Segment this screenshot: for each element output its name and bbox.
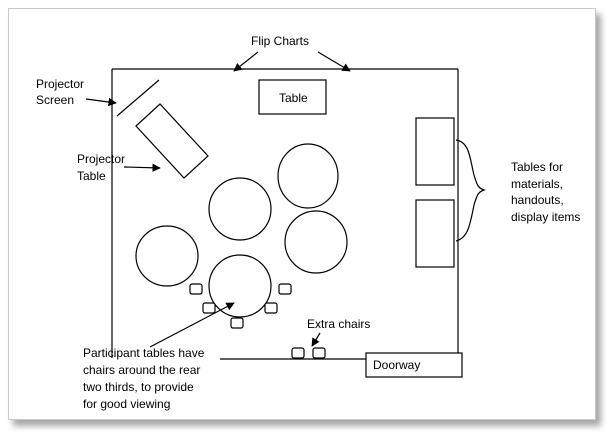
projector-screen-label-line2: Screen xyxy=(36,93,74,107)
tables-for-label-line3: handouts, xyxy=(511,193,564,207)
participant-tables-arrow xyxy=(149,302,235,348)
participant-note-line1: Participant tables have xyxy=(83,346,205,360)
side-table-lower xyxy=(415,199,455,268)
participant-tables xyxy=(135,143,348,318)
flip-chart-arrow-left xyxy=(233,51,259,72)
participant-note-line2: chairs around the rear xyxy=(83,363,200,377)
projector-table xyxy=(135,103,209,179)
round-table-3 xyxy=(135,225,199,287)
front-table-label: Table xyxy=(279,91,308,105)
tables-for-label-line2: materials, xyxy=(511,177,563,191)
room-walls xyxy=(111,68,459,362)
projector-screen xyxy=(116,79,160,117)
side-tables-brace xyxy=(455,139,486,242)
projector-table-arrow xyxy=(123,163,161,172)
projector-screen-arrow xyxy=(85,97,117,107)
extra-chairs-arrow xyxy=(311,332,321,347)
chair xyxy=(230,317,244,329)
participant-note-line3: two thirds, to provide xyxy=(83,380,194,394)
round-table-2 xyxy=(208,177,272,241)
side-table-upper xyxy=(415,117,455,186)
round-table-4 xyxy=(284,210,348,274)
chairs xyxy=(189,283,292,329)
flip-charts-label: Flip Charts xyxy=(251,34,309,48)
participant-note-line4: for good viewing xyxy=(83,397,170,411)
chair xyxy=(189,283,203,295)
extra-chair xyxy=(312,347,326,359)
projector-screen-label-line1: Projector xyxy=(36,77,84,91)
chair xyxy=(264,302,278,314)
doorway-label: Doorway xyxy=(373,358,420,372)
tables-for-label-line4: display items xyxy=(511,210,580,224)
projector-table-label-line2: Table xyxy=(77,169,106,183)
flip-chart-arrow-right xyxy=(317,51,351,72)
extra-chairs-label: Extra chairs xyxy=(307,317,370,331)
doorway xyxy=(365,352,463,378)
chair xyxy=(202,302,216,314)
chair xyxy=(278,283,292,295)
round-table-5 xyxy=(208,254,272,318)
front-table xyxy=(258,79,327,115)
round-table-1 xyxy=(277,143,339,209)
tables-for-label-line1: Tables for xyxy=(511,160,563,174)
extra-chair xyxy=(291,347,305,359)
projector-table-label-line1: Projector xyxy=(77,152,125,166)
